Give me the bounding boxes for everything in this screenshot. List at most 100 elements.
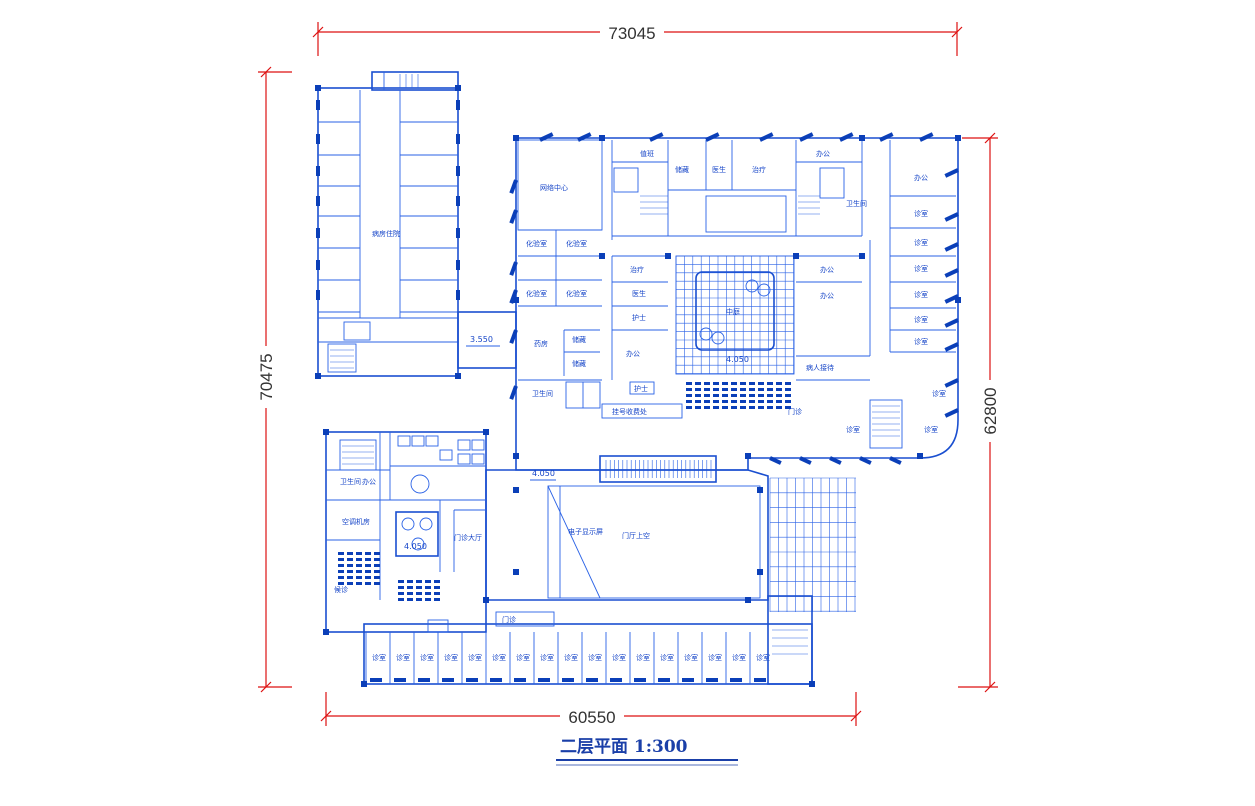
room-left-4: 化验室 bbox=[566, 289, 587, 298]
seat bbox=[740, 406, 746, 409]
seat bbox=[356, 582, 362, 585]
window bbox=[562, 678, 574, 682]
seat bbox=[365, 576, 371, 579]
seat bbox=[356, 558, 362, 561]
seat bbox=[338, 570, 344, 573]
room-right-5: 诊室 bbox=[914, 290, 928, 299]
seat bbox=[704, 400, 710, 403]
room-left-7: 储藏 bbox=[572, 359, 586, 368]
seat bbox=[758, 400, 764, 403]
ac-room-label: 空调机房 bbox=[342, 517, 370, 526]
ward-wing: 病房住院 bbox=[316, 71, 460, 377]
seat bbox=[407, 580, 413, 583]
column bbox=[455, 85, 461, 91]
column bbox=[665, 253, 671, 259]
seat bbox=[758, 388, 764, 391]
bridge: 3.550 bbox=[457, 311, 517, 369]
column bbox=[859, 253, 865, 259]
seat bbox=[731, 400, 737, 403]
seat bbox=[356, 576, 362, 579]
seat bbox=[713, 382, 719, 385]
dimension-left-label: 70475 bbox=[257, 353, 276, 400]
seat bbox=[731, 406, 737, 409]
seat bbox=[776, 382, 782, 385]
seat bbox=[365, 582, 371, 585]
window bbox=[490, 678, 502, 682]
drawing-title-text: 二层平面 1:300 bbox=[560, 737, 688, 757]
room-left-6: 储藏 bbox=[572, 335, 586, 344]
room-left-1: 化验室 bbox=[526, 239, 547, 248]
seat bbox=[407, 598, 413, 601]
seat bbox=[347, 558, 353, 561]
seat bbox=[398, 586, 404, 589]
dimension-top: 73045 bbox=[312, 22, 963, 56]
window bbox=[538, 678, 550, 682]
window-mark bbox=[769, 456, 782, 465]
window-mark bbox=[509, 385, 518, 400]
seat bbox=[695, 382, 701, 385]
window bbox=[706, 678, 718, 682]
column bbox=[955, 135, 961, 141]
bottom-room-label: 诊室 bbox=[420, 653, 434, 662]
seat bbox=[758, 394, 764, 397]
window-mark bbox=[577, 132, 592, 142]
window bbox=[658, 678, 670, 682]
window-mark bbox=[829, 456, 842, 465]
canopy-grid bbox=[769, 477, 856, 612]
structural-columns bbox=[315, 85, 961, 687]
elevation-ll: 4.050 bbox=[404, 542, 427, 551]
seat bbox=[740, 394, 746, 397]
bottom-wing: 门诊 诊室诊室诊室诊室诊室诊室诊室诊室诊室诊室诊室诊室诊室诊室诊室诊室诊室 bbox=[363, 595, 813, 685]
seat bbox=[749, 406, 755, 409]
registration-label: 挂号收费处 bbox=[612, 407, 647, 416]
room-right-4: 诊室 bbox=[914, 264, 928, 273]
seating-main bbox=[686, 382, 791, 409]
seat bbox=[731, 388, 737, 391]
seat bbox=[785, 406, 791, 409]
seat bbox=[695, 400, 701, 403]
seat bbox=[749, 394, 755, 397]
escalator bbox=[605, 460, 712, 478]
seat bbox=[374, 570, 380, 573]
seat bbox=[398, 592, 404, 595]
seat bbox=[347, 576, 353, 579]
room-ll-1: 卫生间 bbox=[340, 477, 361, 486]
seat bbox=[785, 382, 791, 385]
seat bbox=[338, 564, 344, 567]
seat bbox=[704, 388, 710, 391]
window bbox=[394, 678, 406, 682]
window bbox=[442, 678, 454, 682]
seat bbox=[338, 582, 344, 585]
dimension-bottom-label: 60550 bbox=[568, 708, 615, 727]
room-right-7: 诊室 bbox=[914, 337, 928, 346]
seat bbox=[356, 564, 362, 567]
room-right-2: 诊室 bbox=[914, 209, 928, 218]
column bbox=[513, 135, 519, 141]
elevation-hall: 4.050 bbox=[532, 469, 555, 478]
seat bbox=[722, 406, 728, 409]
column bbox=[599, 135, 605, 141]
room-right-6: 诊室 bbox=[914, 315, 928, 324]
ward-wing-label: 病房住院 bbox=[372, 229, 400, 238]
seat bbox=[731, 394, 737, 397]
window bbox=[634, 678, 646, 682]
bottom-room-label: 诊室 bbox=[444, 653, 458, 662]
window-marks bbox=[509, 132, 959, 465]
window-mark bbox=[839, 132, 854, 142]
seat bbox=[785, 400, 791, 403]
room-left-2: 化验室 bbox=[566, 239, 587, 248]
seat bbox=[374, 576, 380, 579]
bottom-room-label: 诊室 bbox=[372, 653, 386, 662]
window-mark bbox=[759, 132, 774, 142]
seat bbox=[785, 394, 791, 397]
room-right-3: 诊室 bbox=[914, 238, 928, 247]
bottom-room-label: 诊室 bbox=[660, 653, 674, 662]
seat bbox=[758, 382, 764, 385]
seat bbox=[425, 592, 431, 595]
seat bbox=[722, 382, 728, 385]
window-mark bbox=[859, 456, 872, 465]
atrium-grid bbox=[675, 255, 794, 374]
lower-left-block: 卫生间 办公 空调机房 4.050 门诊大厅 候诊 bbox=[325, 431, 487, 633]
elevation-atrium: 4.050 bbox=[726, 355, 749, 364]
